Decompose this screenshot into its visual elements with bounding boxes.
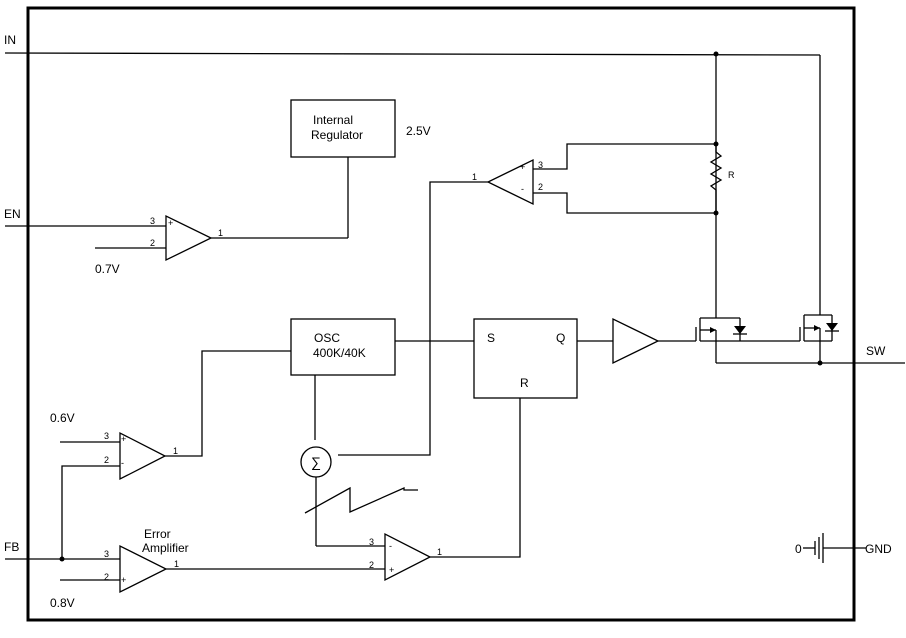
fold-back-pin3: 3	[104, 431, 109, 441]
oscillator-label-line1: OSC	[314, 331, 340, 345]
en-comparator	[165, 214, 213, 262]
error-amp-pin3: 3	[104, 549, 109, 559]
pwm-comparator-pin2: 2	[369, 560, 374, 570]
error-amp-pin1: 1	[174, 559, 179, 569]
pin-sw-label: SW	[866, 344, 886, 358]
sense-amp-pin2: 2	[538, 182, 543, 192]
sawtooth-waveform	[304, 486, 418, 514]
regulator-voltage-label: 2.5V	[406, 124, 431, 138]
oscillator-label-line2: 400K/40K	[313, 346, 366, 360]
sense-resistor	[709, 144, 723, 213]
oscillator-block	[290, 318, 396, 376]
error-amp-label-line1: Error	[144, 527, 171, 541]
latch-reset-label: R	[520, 376, 529, 390]
en-threshold-label: 0.7V	[95, 262, 120, 276]
high-side-mosfet	[695, 317, 747, 342]
latch-q-label: Q	[556, 331, 565, 345]
sense-amp-minus-sign: -	[521, 184, 524, 194]
summer-symbol: ∑	[311, 454, 321, 470]
sr-latch-block	[473, 318, 578, 399]
latch-set-label: S	[487, 331, 495, 345]
en-comparator-pin2: 2	[150, 238, 155, 248]
pwm-comparator-plus-sign: +	[389, 565, 394, 575]
fold-back-to-osc-wire	[165, 350, 291, 457]
pin-in-label: IN	[4, 33, 16, 47]
internal-regulator-block	[290, 99, 396, 158]
junction-fb	[59, 556, 65, 562]
en-comparator-pin1: 1	[218, 228, 223, 238]
fold-back-threshold-label: 0.6V	[50, 411, 75, 425]
sense-plus-wire	[533, 143, 716, 170]
sense-resistor-label: R	[728, 170, 735, 180]
en-comparator-plus-sign: +	[168, 218, 173, 228]
error-amplifier	[119, 544, 168, 594]
junction-in-highside	[713, 51, 719, 57]
sense-amp-pin1: 1	[472, 172, 477, 182]
error-amp-plus-sign: +	[121, 575, 126, 585]
ground-symbol	[803, 533, 824, 563]
sense-minus-wire	[533, 192, 716, 214]
pin-fb-label: FB	[4, 540, 19, 554]
in-rail	[4, 52, 821, 56]
sense-amp-pin3: 3	[538, 160, 543, 170]
fold-back-comparator	[119, 431, 167, 481]
fold-back-pin1: 1	[173, 446, 178, 456]
pwm-comparator-pin1: 1	[437, 547, 442, 557]
pwm-comparator	[384, 532, 432, 582]
pwm-comparator-pin3: 3	[369, 537, 374, 547]
error-amp-reference-label: 0.8V	[50, 596, 75, 610]
fold-back-pin2: 2	[104, 455, 109, 465]
junction-sw	[817, 360, 823, 366]
fb-to-fold-back-wire	[61, 465, 120, 559]
pwm-comparator-minus-sign: -	[389, 541, 392, 551]
pin-gnd-label: GND	[865, 542, 892, 556]
pwm-to-reset-wire	[430, 398, 521, 558]
current-sense-amplifier	[486, 158, 534, 206]
sense-amp-plus-sign: +	[520, 162, 525, 172]
fold-back-minus-sign: -	[121, 458, 124, 468]
package-outline	[26, 6, 856, 622]
ground-zero-label: 0	[795, 542, 802, 556]
en-comparator-pin3: 3	[150, 216, 155, 226]
error-amp-label-line2: Amplifier	[142, 541, 189, 555]
aux-mosfet	[799, 314, 839, 342]
error-amp-pin2: 2	[104, 572, 109, 582]
pin-en-label: EN	[4, 207, 21, 221]
sense-to-summer-wire	[338, 181, 488, 456]
regulator-label-line2: Regulator	[311, 128, 363, 142]
regulator-label-line1: Internal	[313, 113, 353, 127]
gate-driver	[612, 317, 660, 365]
fold-back-plus-sign: +	[121, 434, 126, 444]
